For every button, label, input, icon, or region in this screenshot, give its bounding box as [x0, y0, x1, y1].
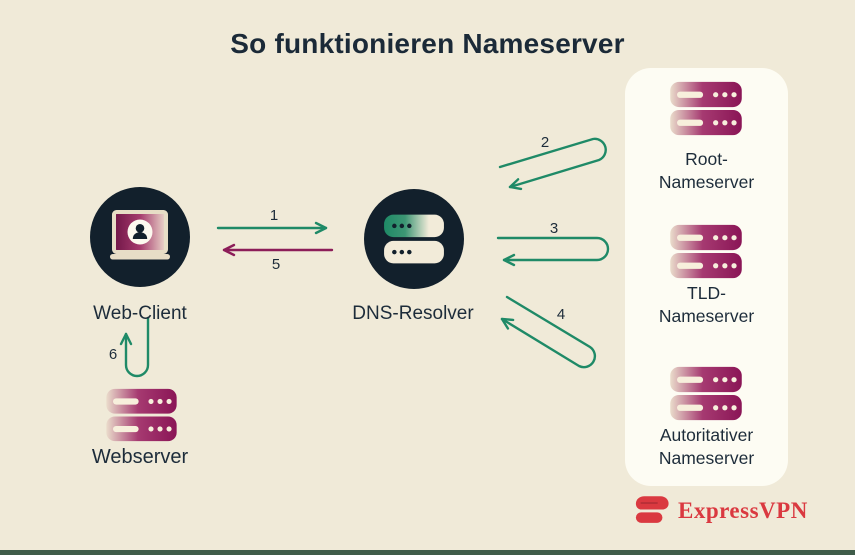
- step-number-6: 6: [109, 346, 117, 363]
- nameserver-panel: Root- Nameserver TLD- Nameserver Autorit…: [625, 68, 788, 486]
- label-line: Nameserver: [658, 172, 755, 192]
- dns-resolver-label: DNS-Resolver: [352, 303, 474, 324]
- label-line: Nameserver: [658, 448, 755, 468]
- label-line: Autoritativer: [659, 425, 754, 445]
- webserver-label: Webserver: [91, 446, 189, 468]
- webserver-icon: [103, 387, 180, 444]
- brand-logo: ExpressVPN: [634, 494, 808, 527]
- step-number-2: 2: [541, 134, 549, 151]
- label-line: TLD-: [687, 283, 726, 303]
- arrow-step-4: [500, 295, 597, 369]
- root-nameserver-icon: [668, 80, 744, 138]
- step-number-4: 4: [557, 306, 565, 323]
- label-line: Nameserver: [658, 306, 755, 326]
- step-number-5: 5: [272, 256, 280, 273]
- step-number-3: 3: [550, 220, 558, 237]
- laptop-user-icon: [110, 210, 170, 260]
- label-line: Root-: [685, 149, 728, 169]
- tld-nameserver-label: TLD- Nameserver: [625, 282, 788, 328]
- authoritative-nameserver-label: Autoritativer Nameserver: [625, 424, 788, 470]
- page-title: So funktionieren Nameserver: [230, 28, 625, 59]
- dns-server-icon: [384, 214, 444, 264]
- arrow-step-6: [119, 316, 150, 378]
- arrow-step-2: [498, 137, 607, 191]
- arrow-step-3: [496, 236, 610, 267]
- dns-resolver-node: [364, 189, 464, 289]
- step-number-1: 1: [270, 207, 278, 224]
- expressvpn-icon: [635, 496, 669, 523]
- web-client-node: [90, 187, 190, 287]
- authoritative-nameserver-icon: [668, 365, 744, 423]
- footer-accent-bar: [0, 550, 855, 555]
- tld-nameserver-icon: [668, 223, 744, 281]
- brand-name: ExpressVPN: [678, 497, 808, 523]
- web-client-label: Web-Client: [93, 303, 187, 324]
- root-nameserver-label: Root- Nameserver: [625, 148, 788, 194]
